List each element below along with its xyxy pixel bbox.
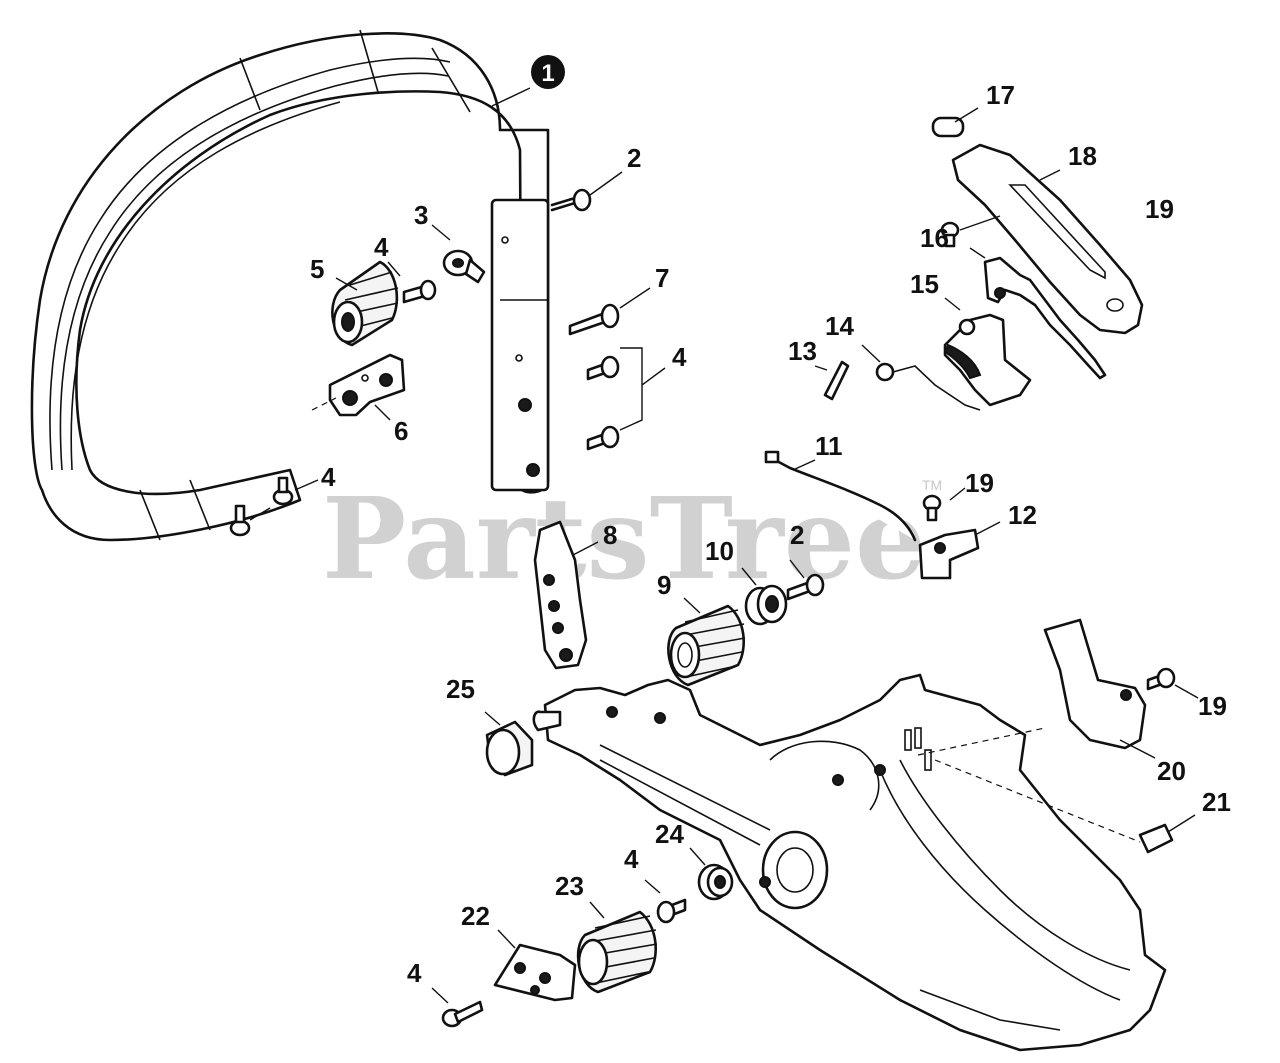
- throttle-lever-part-16: [983, 256, 1107, 380]
- screw-part-4-upper: [402, 279, 437, 304]
- screw-part-19-top: [940, 221, 960, 248]
- watermark-trademark: TM: [922, 477, 942, 493]
- callout-14: 14: [825, 311, 854, 341]
- callout-18: 18: [1068, 141, 1097, 171]
- callout-12: 12: [1008, 500, 1037, 530]
- spring-part-9: [667, 604, 746, 687]
- torsion-spring-part-14: [875, 362, 981, 411]
- callout-6: 6: [394, 416, 408, 446]
- callout-2-mid: 2: [790, 520, 804, 550]
- trigger-part-15: [943, 313, 1032, 407]
- screw-part-4-lower: [656, 898, 687, 924]
- screws: [229, 188, 1176, 1028]
- watermark-text: PartsTree: [322, 474, 926, 605]
- screw-part-7: [568, 303, 620, 336]
- bracket-part-6: [328, 353, 406, 417]
- callout-4-upper: 4: [374, 232, 389, 262]
- screw-part-4-left-a: [229, 504, 251, 537]
- callout-16: 16: [920, 223, 949, 253]
- callout-20: 20: [1157, 756, 1186, 786]
- cap-part-21: [1138, 823, 1174, 854]
- callout-11: 11: [815, 431, 843, 461]
- callout-15: 15: [910, 269, 939, 299]
- callout-25: 25: [446, 674, 475, 704]
- callout-19-top: 19: [1145, 194, 1174, 224]
- guard-plate-part-20: [1043, 618, 1147, 750]
- pin-part-13: [823, 360, 850, 401]
- screw-part-2-top: [550, 188, 592, 212]
- callout-19-mid: 19: [965, 468, 994, 498]
- damper-part-24: [697, 863, 734, 901]
- front-handle-bar: [30, 29, 550, 542]
- callout-4-lower: 4: [624, 844, 639, 874]
- callout-19-right: 19: [1198, 691, 1227, 721]
- callout-9: 9: [657, 570, 671, 600]
- grommet-part-3: [442, 249, 486, 284]
- cap-part-17: [931, 116, 965, 138]
- callout-24: 24: [655, 819, 684, 849]
- callout-3: 3: [414, 200, 428, 230]
- callout-13: 13: [788, 336, 817, 366]
- callout-4-left: 4: [321, 462, 336, 492]
- callout-1: 1: [531, 55, 565, 89]
- callout-23: 23: [555, 871, 584, 901]
- screw-part-4-mid-a: [586, 355, 620, 381]
- plate-part-22: [493, 943, 577, 1002]
- throttle-lock-part-12: [918, 528, 980, 580]
- callout-7: 7: [655, 263, 669, 293]
- callout-4-bottom: 4: [407, 958, 422, 988]
- callout-17: 17: [986, 80, 1015, 110]
- callout-21: 21: [1202, 787, 1231, 817]
- screw-part-4-left-b: [272, 476, 294, 506]
- screw-part-2-mid: [786, 573, 825, 601]
- callout-2-top: 2: [627, 143, 641, 173]
- throttle-rod-part-11: [764, 450, 917, 542]
- spring-part-23: [576, 910, 658, 994]
- spring-part-5: [331, 260, 399, 347]
- screw-part-4-bottom: [441, 1000, 484, 1028]
- screw-part-4-mid-b: [586, 425, 620, 451]
- screw-part-19-right: [1146, 667, 1176, 691]
- bracket-plate-part-8: [533, 520, 588, 670]
- callout-5: 5: [310, 254, 324, 284]
- cover-part-18: [951, 143, 1144, 335]
- leader-lines: [249, 87, 1199, 1004]
- watermark: PartsTree TM: [322, 474, 942, 605]
- callout-10: 10: [705, 536, 734, 566]
- damper-part-10: [744, 584, 788, 626]
- callout-labels: 1 2 3 4 5 7 4 6 4 8 9 10 2 11 12 13 14 1…: [310, 55, 1231, 988]
- main-housing: [532, 673, 1167, 1052]
- screw-part-19-mid: [922, 494, 942, 522]
- callout-4-mid: 4: [672, 342, 687, 372]
- callout-8: 8: [603, 520, 617, 550]
- bushing-part-25: [485, 720, 534, 777]
- svg-text:1: 1: [541, 60, 554, 87]
- callout-22: 22: [461, 901, 490, 931]
